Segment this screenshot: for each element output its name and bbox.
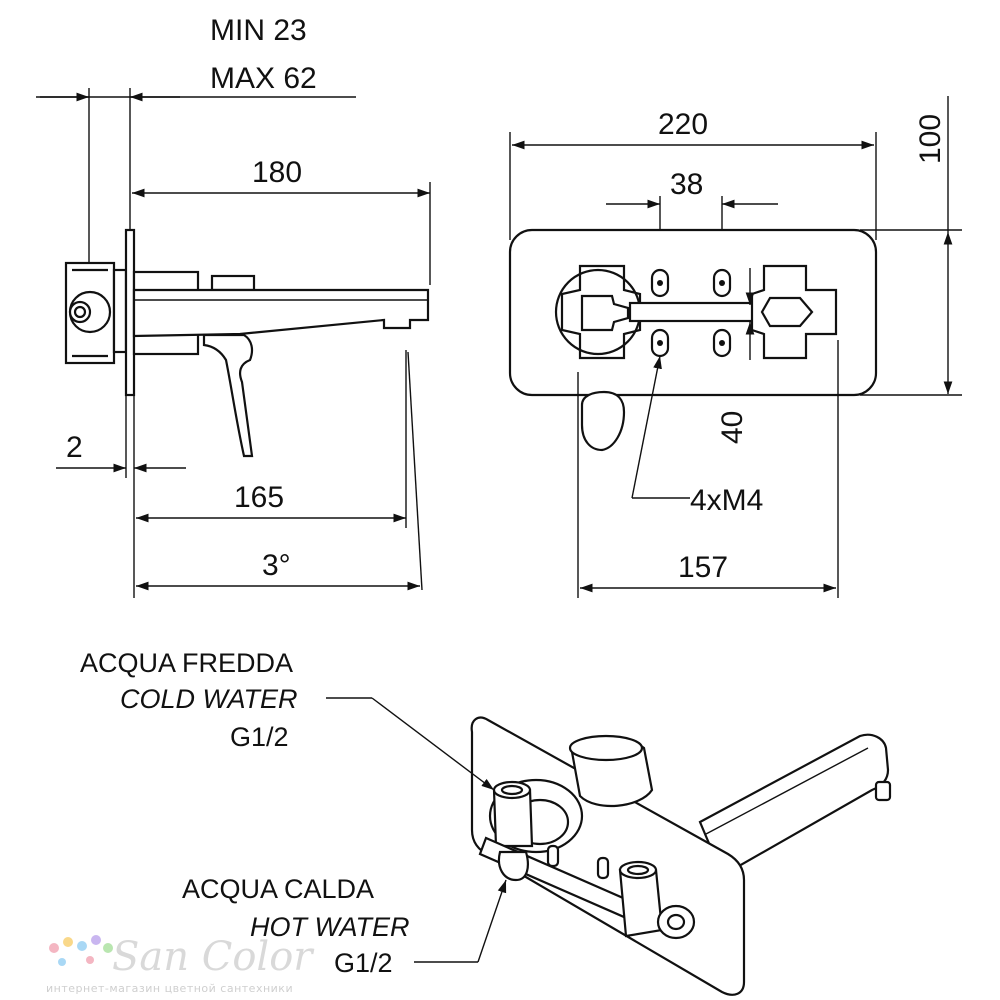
wall-min-label: MIN 23	[210, 14, 307, 47]
plate-width-label: 220	[658, 108, 708, 141]
wall-plate-side	[124, 228, 136, 397]
hot-water-leader	[477, 879, 507, 963]
spout-projection-label: 165	[234, 481, 284, 514]
plate-height-label: 100	[914, 114, 947, 164]
plate-thickness-label: 2	[66, 431, 83, 464]
hot-water-it: ACQUA CALDA	[182, 874, 374, 904]
spout-side	[132, 288, 430, 338]
isometric-view	[470, 716, 892, 996]
hot-water-en: HOT WATER	[250, 912, 410, 942]
hole-offset-label: 40	[716, 411, 749, 444]
sancolor-logo: San Color интернет-магазин цветной санте…	[46, 934, 315, 995]
screw-holes	[650, 268, 732, 358]
cold-water-leader	[371, 697, 495, 791]
angle-label: 3°	[262, 549, 291, 582]
hot-inlet-iso	[618, 868, 664, 938]
front-view: 220 100 38	[508, 96, 962, 598]
wall-max-label: MAX 62	[210, 62, 317, 95]
hot-water-thread: G1/2	[334, 948, 393, 978]
cold-water-it: ACQUA FREDDA	[80, 648, 293, 678]
cold-water-callout: ACQUA FREDDA COLD WATER G1/2	[80, 648, 495, 791]
hole-spacing-label: 38	[670, 168, 703, 201]
logo-tagline: интернет-магазин цветной сантехники	[46, 982, 293, 995]
cold-valve-front	[560, 264, 642, 360]
lever-side	[202, 333, 254, 458]
spout-iso	[698, 733, 890, 872]
screws-label: 4xM4	[690, 484, 763, 517]
side-view: MIN 23 MAX 62 180 2	[36, 14, 431, 598]
cold-water-thread: G1/2	[230, 722, 289, 752]
cold-water-en: COLD WATER	[120, 684, 298, 714]
logo-name: San Color	[112, 934, 315, 980]
lever-front	[580, 390, 626, 452]
body-width-label: 157	[678, 551, 728, 584]
hot-water-callout: ACQUA CALDA HOT WATER G1/2	[182, 874, 507, 978]
spout-length-label: 180	[252, 156, 302, 189]
screws-leader	[631, 355, 662, 499]
